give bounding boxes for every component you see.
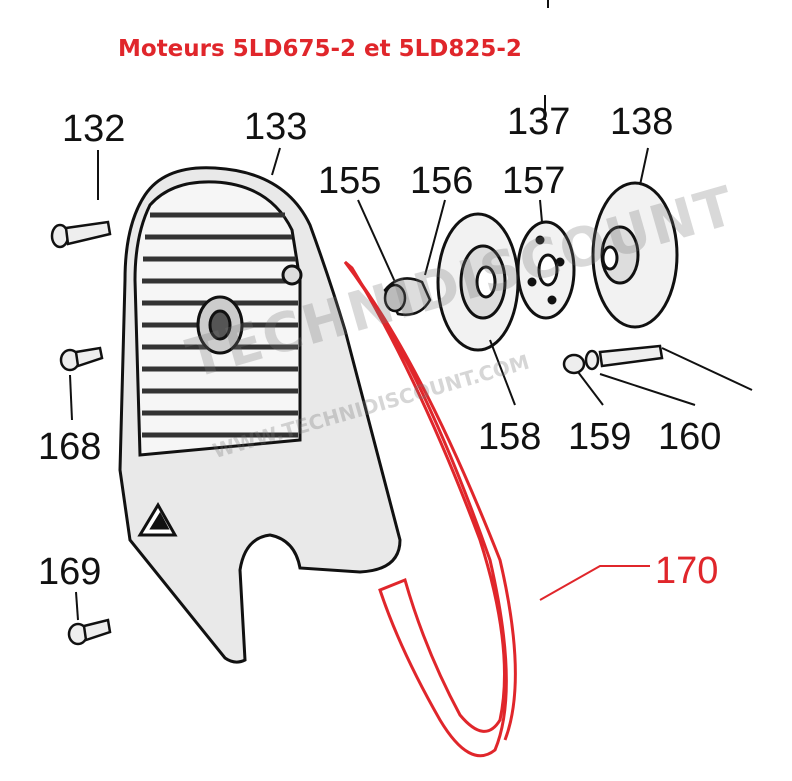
callout-133: 133 bbox=[244, 106, 308, 148]
callout-160: 160 bbox=[658, 416, 722, 458]
callout-155: 155 bbox=[318, 160, 382, 202]
bolt-169 bbox=[67, 618, 112, 646]
callout-158: 158 bbox=[478, 416, 542, 458]
callout-170: 170 bbox=[655, 550, 719, 592]
belt-cover bbox=[118, 166, 402, 664]
spacer-157 bbox=[516, 220, 576, 320]
leader-170 bbox=[539, 565, 650, 601]
bolt-132 bbox=[50, 220, 112, 249]
callout-137: 137 bbox=[507, 101, 571, 143]
callout-138: 138 bbox=[610, 101, 674, 143]
callout-168: 168 bbox=[38, 426, 102, 468]
nut-155 bbox=[383, 277, 432, 316]
pulley-half-158 bbox=[436, 212, 520, 352]
leader-lines bbox=[69, 0, 753, 621]
callout-169: 169 bbox=[38, 551, 102, 593]
callout-157: 157 bbox=[502, 160, 566, 202]
callout-159: 159 bbox=[568, 416, 632, 458]
bolt-168 bbox=[59, 346, 104, 372]
pulley-138 bbox=[591, 181, 679, 329]
bolt-159-160 bbox=[562, 344, 664, 375]
callout-156: 156 bbox=[410, 160, 474, 202]
diagram-title: Moteurs 5LD675-2 et 5LD825-2 bbox=[118, 36, 522, 62]
v-belt-170 bbox=[343, 260, 517, 758]
callout-132: 132 bbox=[62, 108, 126, 150]
